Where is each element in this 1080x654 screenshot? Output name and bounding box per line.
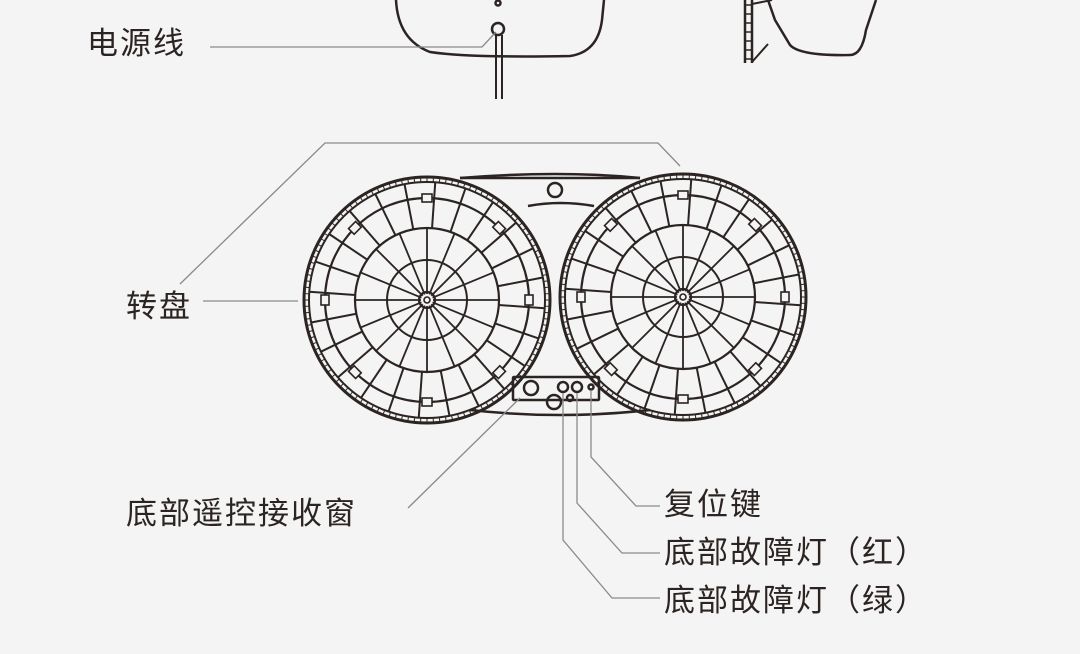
leader-fault-green [562,393,660,599]
label-fault-light-red: 底部故障灯（红） [664,535,928,571]
turntable-left-hub-center [423,296,431,304]
leader-fault-red [576,393,660,554]
turntable-left-clips [320,193,534,407]
turntable-right [558,172,808,422]
turntable-left-rim-teeth [304,177,550,423]
leader-power-cord [210,31,497,48]
turntable-right-spokes [565,179,801,415]
turntable-left [302,175,552,425]
fault-light-green [556,380,570,394]
reset-button [587,383,595,391]
leader-lines [179,31,681,599]
turntable-left-spokes [309,182,545,418]
fault-light-red [570,380,584,394]
base-plate [459,172,651,417]
leader-reset [590,390,660,507]
side-body-fragment [743,0,878,63]
turntable-right-hub-center [679,293,687,301]
label-remote-receiver: 底部遥控接收窗 [126,496,357,532]
leader-remote-receiver [407,397,521,509]
remote-receiver-window [522,379,540,397]
turntable-left-outer-rim-inner [308,181,546,419]
leader-turntable-top [179,142,681,285]
top-body-fragment [394,0,606,99]
label-turntable: 转盘 [126,289,192,325]
turntable-right-hub-outer [673,287,693,307]
label-power-cord: 电源线 [87,26,186,62]
turntable-left-hub-outer [417,290,437,310]
turntable-right-outer-rim-inner [564,178,802,416]
turntable-right-rim-teeth [560,174,806,420]
label-fault-light-green: 底部故障灯（绿） [664,583,928,619]
label-reset-key: 复位键 [664,487,763,523]
turntable-right-clips [576,190,790,404]
